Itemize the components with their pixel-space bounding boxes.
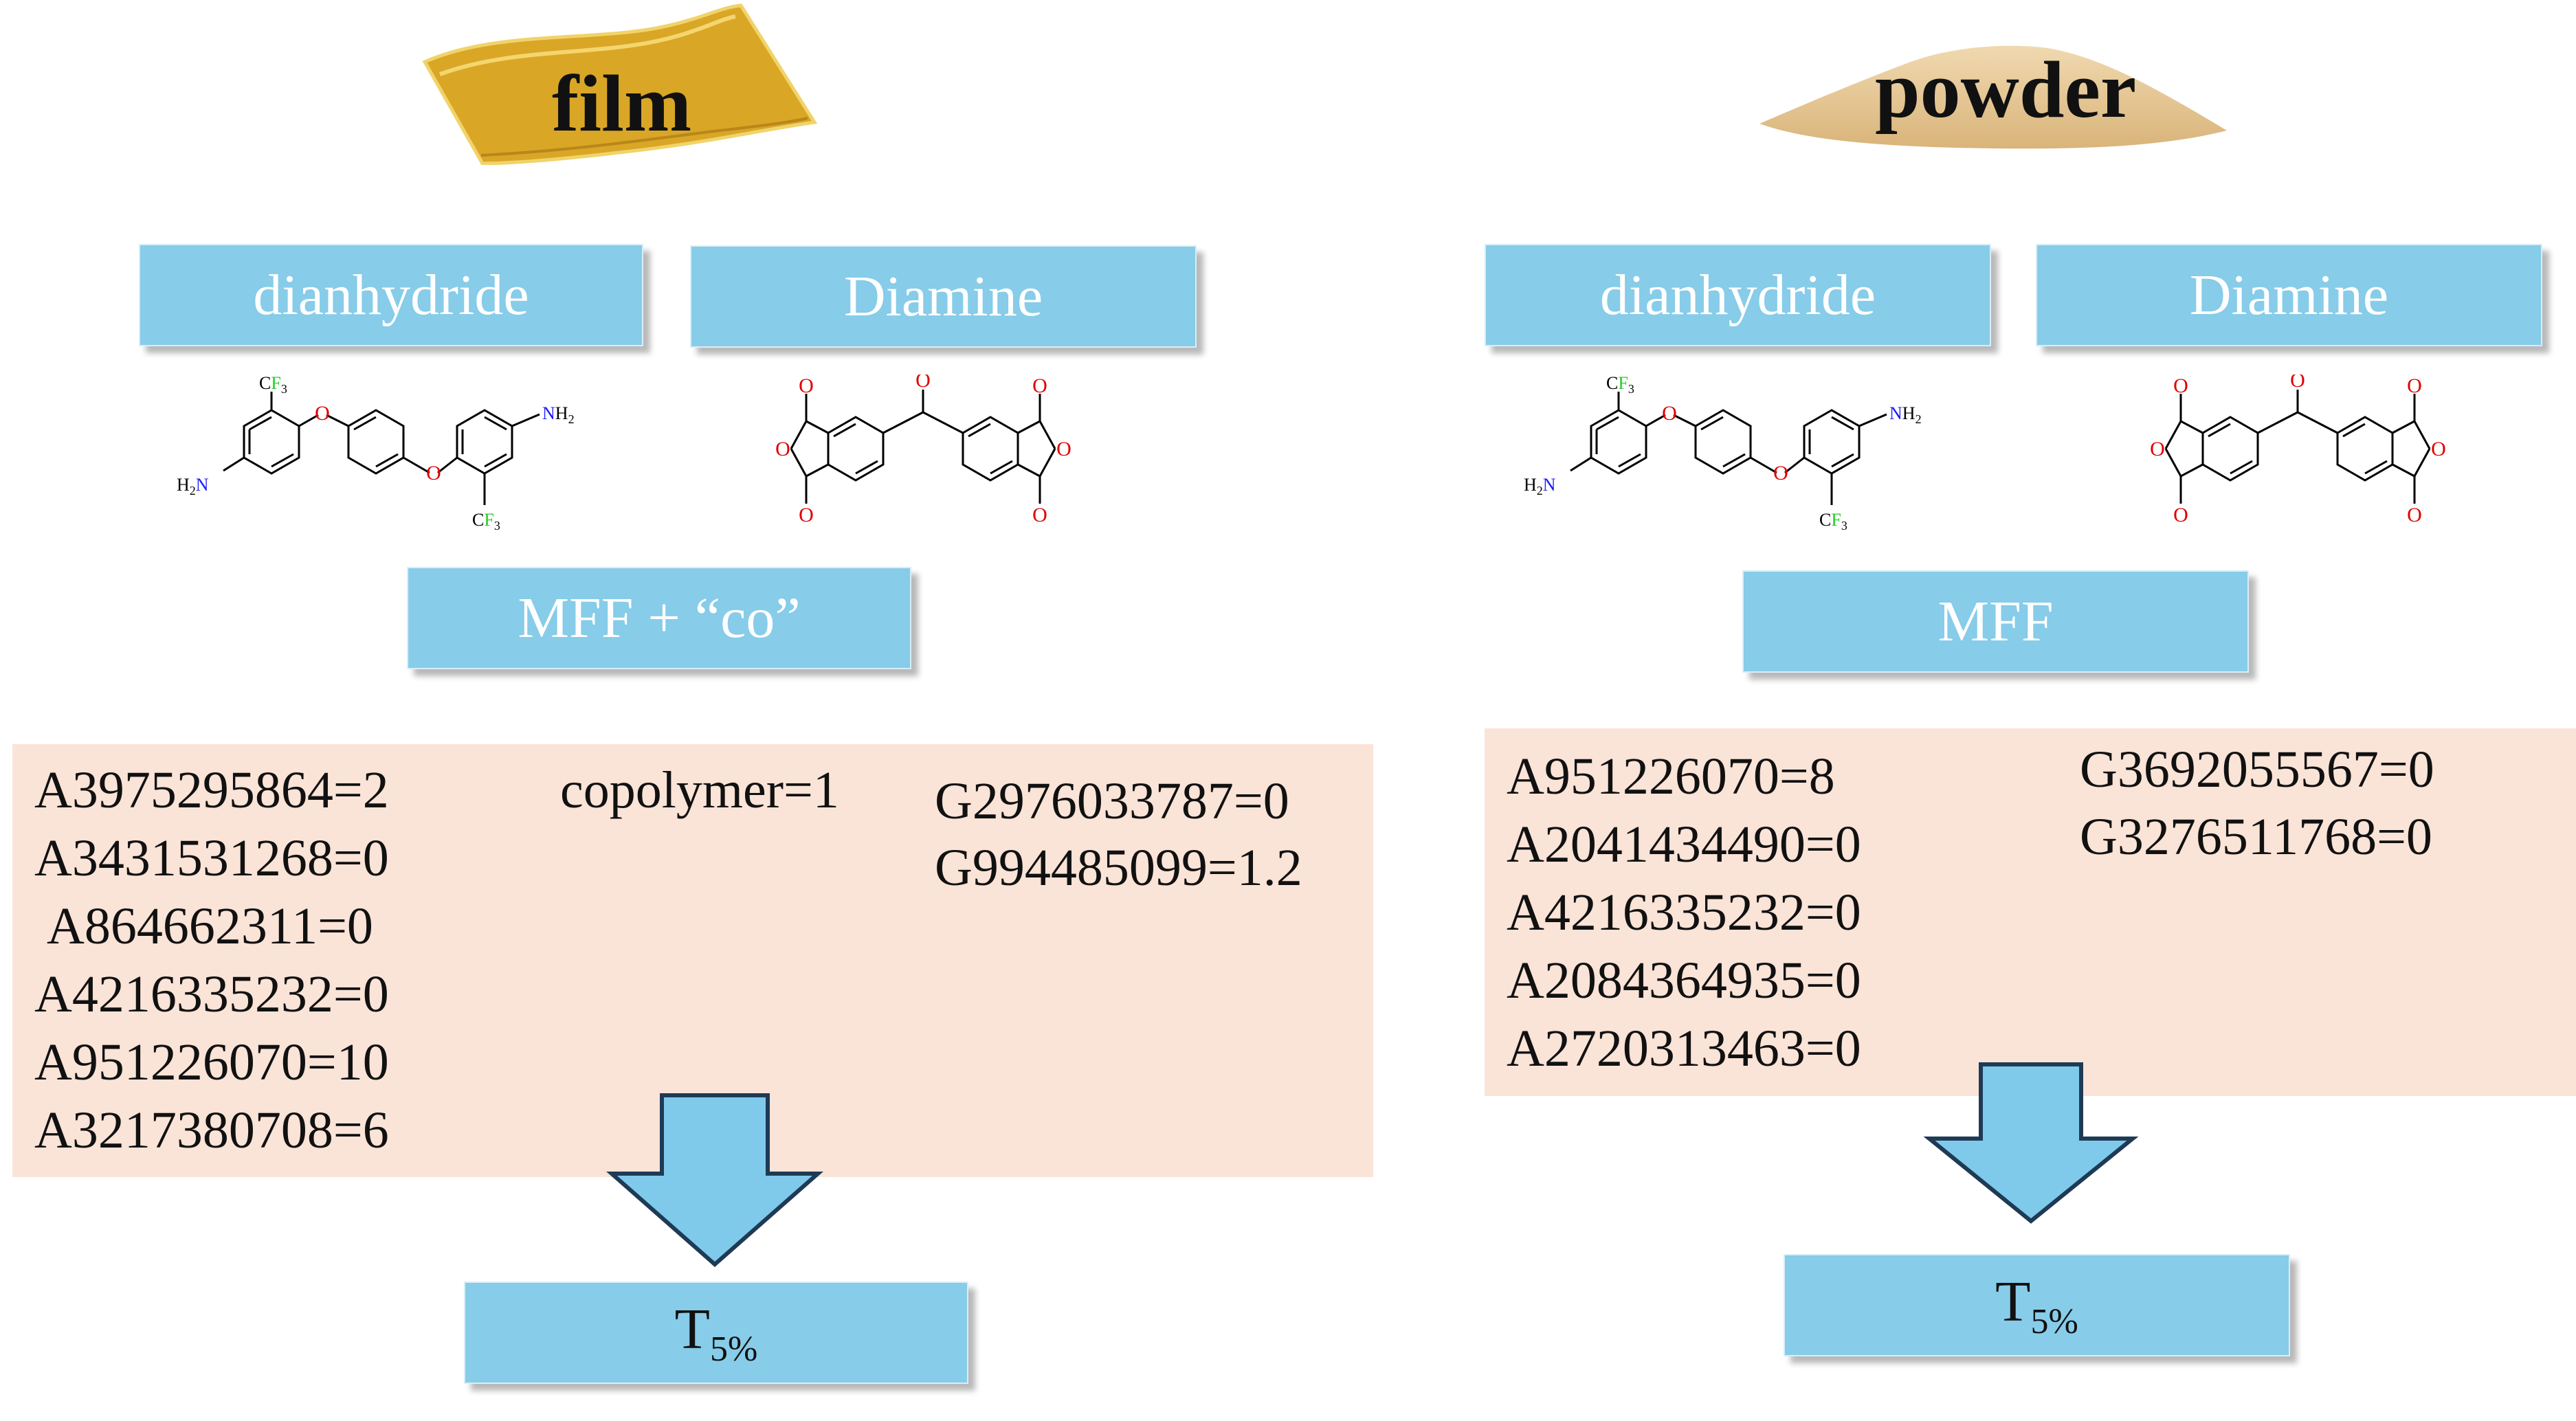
right-down-arrow [1923,1062,2139,1224]
left-dianhydride-structure: O O O O O O O [775,374,1072,526]
cf3-label-top: CF3 [1606,373,1634,396]
left-model-box: MFF + “co” [407,567,911,669]
right-feature: A4216335232=0 [1507,884,1861,941]
ring-o-left: O [775,438,790,460]
left-feature: G994485099=1.2 [935,839,1302,897]
left-target-label: T5% [674,1297,758,1369]
right-feature: A2041434490=0 [1507,816,1861,873]
right-target-box: T5% [1784,1254,2290,1356]
ether-o-2: O [1773,462,1788,484]
left-down-arrow [606,1093,823,1267]
ring-o-right: O [1056,438,1072,460]
left-feature: A3975295864=2 [34,761,389,819]
nh2-label: NH2 [542,403,575,426]
carbonyl-o: O [915,374,931,392]
left-feature: A4216335232=0 [34,965,389,1023]
right-feature: A951226070=8 [1507,748,1835,805]
right-model-box: MFF [1742,570,2249,673]
left-diamine-structure: O O CF3 CF3 NH2 H2N [177,373,575,533]
ether-o-1: O [315,402,330,425]
anhydride-o-2: O [2173,504,2188,526]
cf3-label-top: CF3 [259,373,287,396]
cf3-label-bottom: CF3 [1819,510,1847,533]
right-feature: A2084364935=0 [1507,952,1861,1009]
left-feature: A3431531268=0 [34,829,389,887]
right-dianhydride-structure: O O O O O O O [2150,374,2446,526]
right-diamine-box: Diamine [2036,244,2542,346]
left-feature: A3217380708=6 [34,1101,389,1159]
film-title: film [552,58,692,148]
right-feature: A2720313463=0 [1507,1020,1861,1077]
right-feature: G3692055567=0 [2080,741,2434,798]
right-dianhydride-box: dianhydride [1485,244,1991,346]
anhydride-o-1: O [799,374,814,397]
anhydride-o-1: O [2173,374,2188,397]
left-feature: A864662311=0 [47,897,373,955]
ether-o-2: O [426,462,441,484]
film-image [422,3,818,165]
right-feature-panel [1485,728,2576,1096]
left-copolymer-feature: copolymer=1 [560,761,839,819]
powder-title: powder [1875,45,2137,135]
anhydride-o-4: O [2407,504,2422,526]
right-target-label: T5% [1995,1270,2078,1341]
anhydride-o-3: O [1032,374,1047,397]
anhydride-o-3: O [2407,374,2422,397]
left-dianhydride-box: dianhydride [139,244,643,346]
anhydride-o-4: O [1032,504,1047,526]
right-feature: G3276511768=0 [2080,808,2432,866]
cf3-label-bottom: CF3 [472,510,500,533]
anhydride-o-2: O [799,504,814,526]
h2n-label: H2N [1524,475,1556,497]
carbonyl-o: O [2290,374,2305,392]
left-feature: A951226070=10 [34,1033,389,1091]
left-diamine-box: Diamine [690,245,1197,348]
ether-o-1: O [1662,402,1677,425]
left-feature: G2976033787=0 [935,772,1289,830]
ring-o-right: O [2431,438,2446,460]
ring-o-left: O [2150,438,2165,460]
h2n-label: H2N [177,475,209,497]
nh2-label: NH2 [1889,403,1922,426]
right-diamine-structure: O O CF3 CF3 NH2 H2N [1524,373,1922,533]
powder-image [1759,45,2227,149]
left-target-box: T5% [464,1282,968,1384]
